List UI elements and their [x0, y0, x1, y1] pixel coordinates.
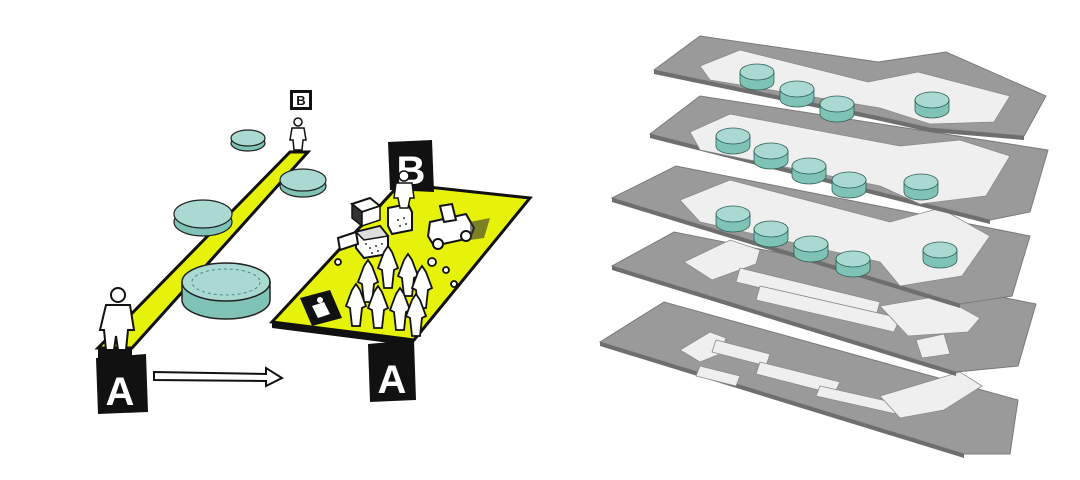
plaza-blocks [336, 196, 413, 260]
disc-small-top [230, 129, 266, 152]
disc-large [181, 262, 271, 320]
layer-level-4 [648, 95, 1049, 224]
person-at-b-icon [289, 117, 307, 151]
sign-plaza-start: A [368, 340, 416, 402]
picture-sign-icon [300, 290, 342, 326]
disc-mid-left [173, 199, 233, 237]
layer-level-3 [610, 165, 1031, 308]
person-at-a-icon [98, 287, 136, 351]
sign-plaza-start-label: A [378, 358, 407, 402]
layer-level-1 [598, 301, 1019, 458]
sign-path-end: B [290, 90, 312, 110]
arrow-right-icon [153, 366, 285, 388]
sign-path-start: A [96, 354, 148, 414]
sign-path-start-label: A [106, 370, 135, 414]
cart-icon [426, 202, 490, 250]
person-on-plaza-icon [393, 170, 415, 209]
layer-level-5 [652, 35, 1047, 140]
disc-mid-right [279, 168, 327, 198]
left-sketch: A B B A [94, 90, 533, 414]
path-discs [173, 129, 327, 320]
crowd-icon [334, 244, 458, 337]
sign-path-end-label: B [296, 93, 305, 108]
